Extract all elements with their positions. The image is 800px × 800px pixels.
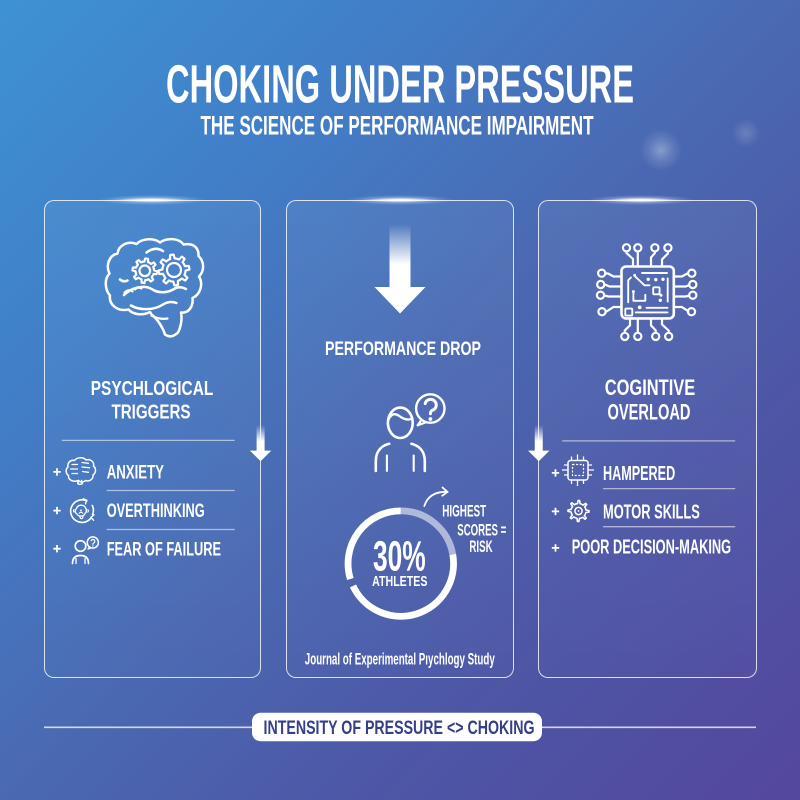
svg-text:INTENSITY OF PRESSURE <> CHOKI: INTENSITY OF PRESSURE <> CHOKING — [264, 717, 535, 739]
svg-text:COGINTIVE: COGINTIVE — [605, 375, 696, 400]
svg-text:HIGHEST: HIGHEST — [442, 503, 486, 521]
svg-text:OVERLOAD: OVERLOAD — [608, 399, 691, 424]
svg-text:MOTOR SKILLS: MOTOR SKILLS — [603, 502, 700, 524]
svg-text:POOR DECISION-MAKING: POOR DECISION-MAKING — [572, 537, 731, 559]
svg-text:TRIGGERS: TRIGGERS — [112, 402, 191, 424]
svg-text:ANXIETY: ANXIETY — [107, 462, 164, 484]
svg-text:ATHLETES: ATHLETES — [372, 574, 427, 590]
svg-text:FEAR OF FAILURE: FEAR OF FAILURE — [107, 538, 221, 560]
svg-text:PERFORMANCE DROP: PERFORMANCE DROP — [325, 338, 481, 360]
svg-text:CHOKING UNDER PRESSURE: CHOKING UNDER PRESSURE — [166, 56, 634, 115]
svg-text:OVERTHINKING: OVERTHINKING — [107, 500, 205, 522]
svg-text:THE SCIENCE OF PERFORMANCE IMP: THE SCIENCE OF PERFORMANCE IMPAIRMENT — [201, 111, 594, 141]
svg-text:PSYCHLOGICAL: PSYCHLOGICAL — [91, 378, 214, 400]
svg-text:Journal of Experimental Pıychl: Journal of Experimental Pıychlogy Study — [305, 650, 495, 669]
svg-text:SCORES =: SCORES = — [457, 521, 506, 539]
svg-text:30%: 30% — [373, 533, 426, 580]
svg-text:RISK: RISK — [469, 538, 492, 556]
svg-text:HAMPERED: HAMPERED — [603, 463, 675, 485]
